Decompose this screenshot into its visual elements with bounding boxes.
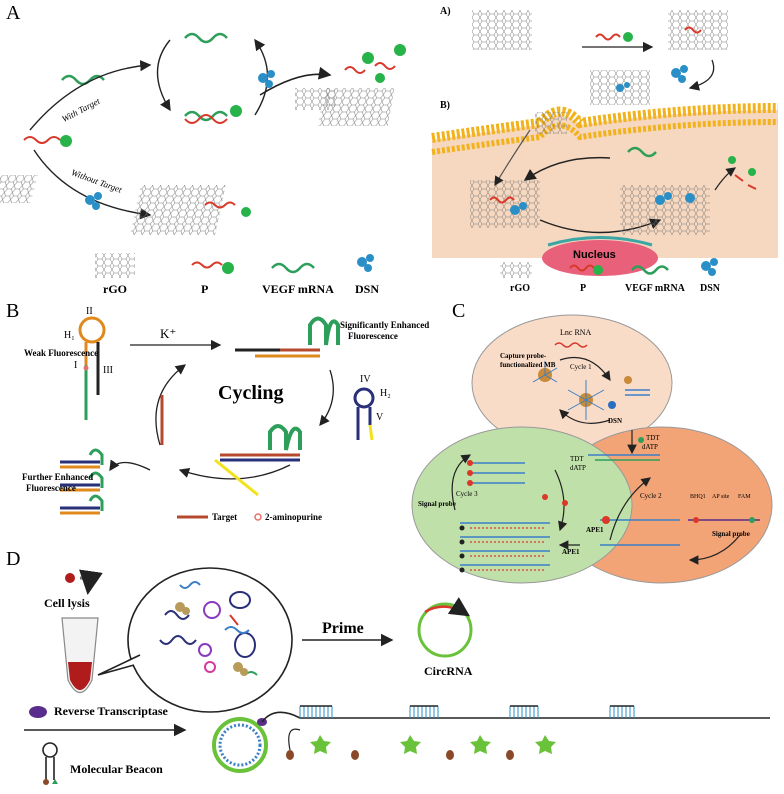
cycle3-bg [411,426,633,584]
prime-label: Prime [322,620,364,637]
without-target-arrow [33,149,152,220]
legend-rgo-left: rGO [103,282,127,296]
legend-vegf-left: VEGF mRNA [262,282,334,296]
lnc-rna-label: Lnc RNA [560,328,592,337]
panel-label-a: A [6,2,21,24]
panel-d [24,567,770,785]
with-target-arrow [29,60,152,131]
h2-label: H₂ [380,388,391,399]
h1-label: H₁ [64,330,75,341]
legend-dsn-right: DSN [700,283,721,294]
further-enhanced-stack [60,448,104,515]
cycle1-label: Cycle 1 [570,363,592,371]
fluorophore-dot [60,135,72,147]
bhq1-label: BHQ1 [690,494,706,500]
further-enhanced-label-1: Further Enhanced [22,472,94,482]
datp-label: dATP [642,443,658,451]
enhanced-label-2: Fluorescence [348,331,398,341]
capture-probe-label-2: functionalized MB [500,361,556,369]
probe-red-strand [23,136,61,144]
signal-probe-right-label: Signal probe [712,530,750,538]
legend-p-right: P [580,283,587,294]
dsn-icon [85,192,102,210]
circrna-label: CircRNA [424,664,473,678]
nucleus-label: Nucleus [573,249,616,261]
tdt-label: TDT [646,434,660,442]
panel-label-c: C [452,300,466,322]
panel-label-b: B [6,300,20,322]
fam-label: FAM [738,494,751,500]
legend-2-aminopurine: 2-aminopurine [265,512,323,522]
lysate-bubble [127,567,293,713]
cell-membrane [431,103,779,143]
ap-site-label: AP site [712,494,730,500]
sub-b-label: B) [440,100,450,111]
signal-probe-left-label: Signal probe [418,500,456,508]
bound-beacons [299,706,635,718]
mrna-strand [61,74,105,86]
molecular-beacon-label: Molecular Beacon [70,762,163,776]
cycle2-label: Cycle 2 [640,492,662,500]
legend-rgo-right: rGO [510,283,530,294]
weak-fluorescence-label: Weak Fluorescence [24,348,99,358]
tdt-c3-label: TDT [570,455,584,463]
datp-c3-label: dATP [570,464,586,472]
roman-iii: III [103,365,113,376]
capture-probe-label-1: Capture probe- [500,352,547,360]
cell-icon [65,573,75,583]
roman-i: I [74,360,78,371]
dsn-c-label: DSN [608,417,623,425]
legend-vegf-right: VEGF mRNA [625,283,685,294]
further-enhanced-label-2: Fluorescence [26,483,76,493]
k-plus-label: K⁺ [160,326,177,341]
panel-a-right [431,10,779,278]
reverse-transcriptase-label: Reverse Transcriptase [54,704,168,718]
panel-label-d: D [6,548,21,570]
cell-lysis-label: Cell lysis [44,596,90,610]
cycling-label: Cycling [218,382,284,404]
panel-c [411,314,773,584]
cycle3-label: Cycle 3 [456,490,478,498]
legend-dsn-left: DSN [355,282,380,296]
roman-iv: IV [360,374,371,385]
legend-p-left: P [201,282,209,296]
enhanced-label-1: Significantly Enhanced [340,320,430,330]
rgo-sheet [0,175,39,203]
panel-a-left [0,32,406,278]
circrna-icon [417,602,473,658]
sub-a-label: A) [440,6,451,17]
roman-v: V [376,412,384,423]
legend-target: Target [212,512,238,522]
panel-b [60,316,375,521]
cycle-loop-arrow [156,39,171,112]
released-beacons [286,728,556,760]
ape1-c2-label: APE1 [586,526,604,534]
ape1-c3-label: APE1 [562,548,580,556]
roman-ii: II [86,306,93,317]
